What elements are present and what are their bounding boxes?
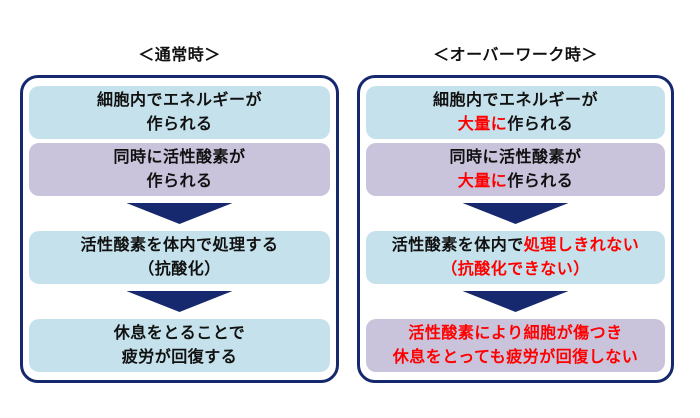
panel-overwork-step-1: 細胞内でエネルギーが 大量に作られる <box>366 86 665 139</box>
panel-overwork-step-2: 同時に活性酸素が 大量に作られる <box>366 143 665 196</box>
step-text: 活性酸素を体内で処理する <box>80 236 279 254</box>
step-line: 疲労が回復する <box>122 346 238 370</box>
step-text: 細胞内でエネルギーが <box>96 91 262 109</box>
step-line: 休息をとることで <box>114 322 246 346</box>
step-text-emphasis: （抗酸化できない） <box>441 260 590 278</box>
step-text: 休息をとることで <box>113 324 246 342</box>
down-arrow-icon <box>462 291 569 312</box>
down-arrow-icon <box>462 203 569 224</box>
step-line: （抗酸化） <box>138 258 221 282</box>
step-line: 作られる <box>146 170 212 194</box>
step-text: 作られる <box>146 172 213 190</box>
panel-normal-step-3: 活性酸素を体内で処理する （抗酸化） <box>29 231 330 284</box>
step-line: 大量に作られる <box>458 113 574 137</box>
panel-overwork-title: ＜オーバーワーク時＞ <box>433 47 598 64</box>
panel-normal: ＜通常時＞ 細胞内でエネルギーが 作られる 同時に活性酸素が 作られる 活性酸素… <box>20 44 339 383</box>
step-line: 細胞内でエネルギーが <box>433 89 598 113</box>
panel-overwork-frame: 細胞内でエネルギーが 大量に作られる 同時に活性酸素が 大量に作られる 活性酸素… <box>357 75 674 383</box>
step-text: 細胞内でエネルギーが <box>432 91 598 109</box>
step-line: 活性酸素を体内で処理しきれない <box>392 234 640 258</box>
step-text-emphasis: 大量に <box>457 115 508 133</box>
down-arrow-icon <box>126 291 233 312</box>
panel-overwork-step-3: 活性酸素を体内で処理しきれない （抗酸化できない） <box>366 231 665 284</box>
step-text: 活性酸素を体内で <box>391 236 524 254</box>
step-text: 作られる <box>146 115 213 133</box>
step-text-emphasis: 休息をとっても疲労が回復しない <box>392 348 639 366</box>
step-text: 疲労が回復する <box>121 348 238 366</box>
step-text: 作られる <box>507 115 574 133</box>
step-line: 同時に活性酸素が <box>113 146 245 170</box>
step-line: 活性酸素を体内で処理する <box>80 234 278 258</box>
step-text: 作られる <box>507 172 574 190</box>
step-line: 作られる <box>146 113 212 137</box>
step-line: 休息をとっても疲労が回復しない <box>393 346 638 370</box>
step-text-emphasis: 活性酸素により細胞が傷つき <box>408 324 623 342</box>
step-text: 同時に活性酸素が <box>449 148 582 166</box>
step-line: 細胞内でエネルギーが <box>97 89 262 113</box>
down-arrow-icon <box>126 203 233 224</box>
step-line: 同時に活性酸素が <box>449 146 581 170</box>
panel-normal-step-2: 同時に活性酸素が 作られる <box>29 143 330 196</box>
panel-normal-frame: 細胞内でエネルギーが 作られる 同時に活性酸素が 作られる 活性酸素を体内で処理… <box>20 75 339 383</box>
panel-normal-step-4: 休息をとることで 疲労が回復する <box>29 319 330 372</box>
panel-normal-title: ＜通常時＞ <box>138 47 221 64</box>
step-text-emphasis: 処理しきれない <box>523 236 640 254</box>
panel-normal-step-1: 細胞内でエネルギーが 作られる <box>29 86 330 139</box>
step-line: （抗酸化できない） <box>441 258 590 282</box>
step-text: （抗酸化） <box>138 260 221 278</box>
step-text-emphasis: 大量に <box>457 172 508 190</box>
panel-overwork-step-4: 活性酸素により細胞が傷つき 休息をとっても疲労が回復しない <box>366 319 665 372</box>
step-line: 大量に作られる <box>458 170 574 194</box>
step-line: 活性酸素により細胞が傷つき <box>408 322 622 346</box>
step-text: 同時に活性酸素が <box>113 148 246 166</box>
panel-overwork: ＜オーバーワーク時＞ 細胞内でエネルギーが 大量に作られる 同時に活性酸素が 大… <box>357 44 674 383</box>
